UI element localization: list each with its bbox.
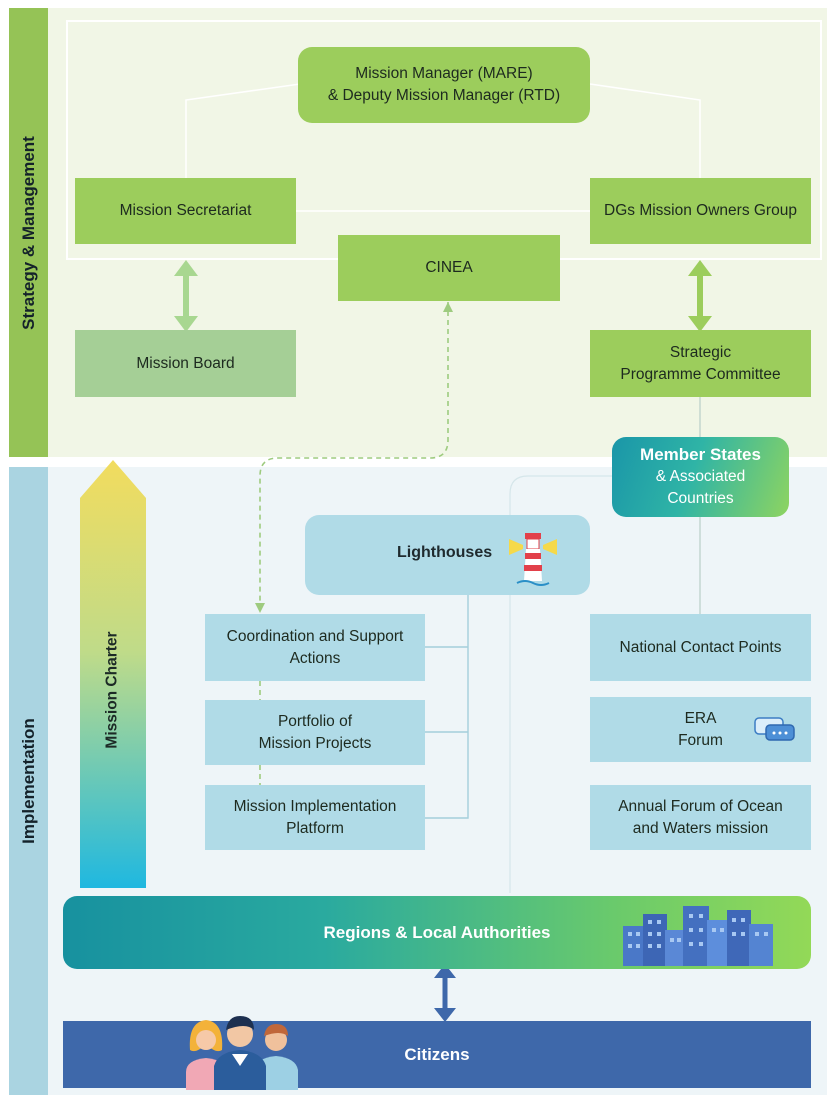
lighthouses-label: Lighthouses xyxy=(397,544,493,561)
arrow-secretariat-board xyxy=(174,260,198,332)
city-skyline-icon xyxy=(623,906,773,966)
lighthouses-box: Lighthouses xyxy=(305,515,590,595)
mission-board-label: Mission Board xyxy=(136,354,235,372)
dashed-connector-cinea-csa xyxy=(259,302,449,610)
citizens-label: Citizens xyxy=(404,1044,470,1064)
lighthouse-icon xyxy=(509,533,557,586)
mip-line1: Mission Implementation xyxy=(233,797,397,815)
spc-line2: Programme Committee xyxy=(620,365,781,383)
dashed-arrow-head-csa xyxy=(255,603,265,613)
national-contact-points-box: National Contact Points xyxy=(590,614,811,681)
mission-manager-line2: & Deputy Mission Manager (RTD) xyxy=(327,87,561,104)
csa-line2: Actions xyxy=(289,649,341,667)
mission-manager-line1: Mission Manager (MARE) xyxy=(355,65,533,82)
dgs-mission-owners-group-label: DGs Mission Owners Group xyxy=(604,202,797,219)
cinea-label: CINEA xyxy=(425,259,473,276)
dgs-mission-owners-group-box: DGs Mission Owners Group xyxy=(590,178,811,244)
regions-label: Regions & Local Authorities xyxy=(323,922,551,942)
portfolio-line2: Mission Projects xyxy=(258,734,372,752)
annual-forum-line2: and Waters mission xyxy=(632,819,769,837)
chat-bubbles-icon xyxy=(754,717,795,741)
member-states-line3: Countries xyxy=(667,490,734,507)
cinea-box: CINEA xyxy=(338,235,560,301)
member-states-title: Member States xyxy=(640,445,761,464)
mission-charter-label-wrap: Mission Charter xyxy=(80,560,146,820)
connector-manager-secretariat xyxy=(185,83,301,178)
era-line2: Forum xyxy=(678,731,723,749)
era-line1: ERA xyxy=(684,709,717,727)
mission-manager-box: Mission Manager (MARE) & Deputy Mission … xyxy=(298,47,590,123)
strategy-management-sidebar: Strategy & Management xyxy=(9,8,48,457)
member-states-box: Member States & Associated Countries xyxy=(612,437,789,517)
mip-line2: Platform xyxy=(286,819,344,837)
csa-line1: Coordination and Support xyxy=(226,627,404,645)
divider-line xyxy=(509,475,612,893)
connector-manager-dgs xyxy=(589,83,701,178)
arrow-dgs-spc xyxy=(688,260,712,332)
spc-line1: Strategic xyxy=(669,343,732,361)
implementation-sidebar: Implementation xyxy=(9,467,48,1095)
mission-implementation-platform-box: Mission Implementation Platform xyxy=(205,785,425,850)
coordination-support-actions-box: Coordination and Support Actions xyxy=(205,614,425,681)
mission-charter-arrow xyxy=(80,460,146,888)
dashed-arrow-head-cinea xyxy=(443,302,453,312)
era-forum-box: ERA Forum xyxy=(590,697,811,762)
annual-forum-box: Annual Forum of Ocean and Waters mission xyxy=(590,785,811,850)
regions-local-authorities-bar: Regions & Local Authorities xyxy=(63,896,811,969)
ncp-label: National Contact Points xyxy=(619,638,782,656)
strategic-programme-committee-box: Strategic Programme Committee xyxy=(590,330,811,397)
portfolio-mission-projects-box: Portfolio of Mission Projects xyxy=(205,700,425,765)
mission-secretariat-label: Mission Secretariat xyxy=(119,202,252,219)
annual-forum-line1: Annual Forum of Ocean xyxy=(618,797,783,815)
member-states-line2: & Associated xyxy=(655,468,746,485)
mission-secretariat-box: Mission Secretariat xyxy=(75,178,296,244)
portfolio-line1: Portfolio of xyxy=(277,712,353,730)
mission-charter-label: Mission Charter xyxy=(104,631,122,749)
arrow-regions-citizens xyxy=(434,964,456,1022)
bracket-lighthouses xyxy=(425,594,469,819)
mission-board-box: Mission Board xyxy=(75,330,296,397)
people-icon xyxy=(186,1016,298,1090)
